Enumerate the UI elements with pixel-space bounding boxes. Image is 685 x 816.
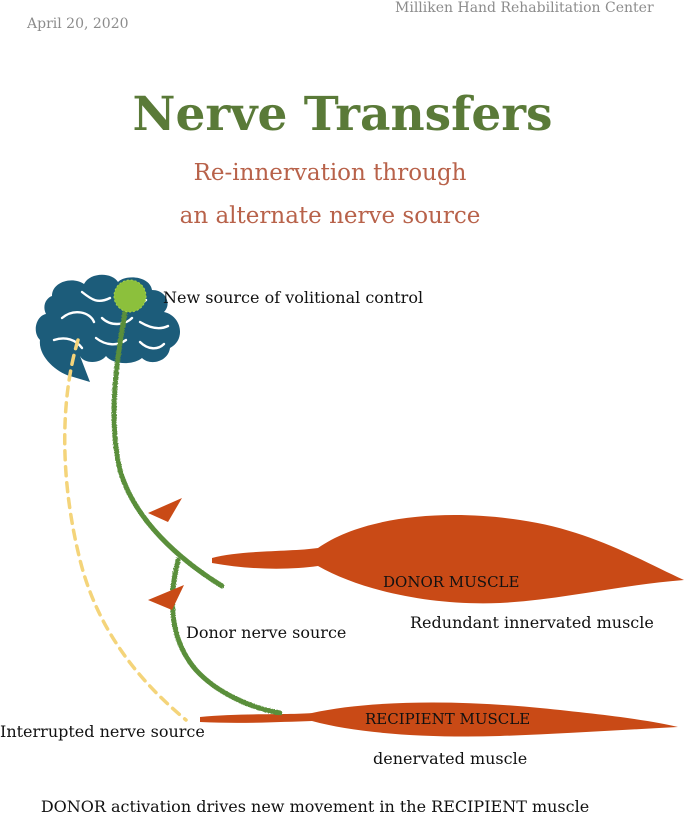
label-redundant: Redundant innervated muscle (410, 613, 654, 632)
subtitle-line-2: an alternate nerve source (179, 203, 481, 229)
subtitle: Re-innervation through an alternate nerv… (0, 152, 660, 238)
label-donor-nerve: Donor nerve source (186, 623, 347, 642)
arrow-lower (148, 585, 184, 610)
donor-muscle-shape (212, 515, 684, 604)
label-interrupted: Interrupted nerve source (0, 722, 205, 741)
header-organization: Milliken Hand Rehabilitation Center (395, 0, 654, 16)
recipient-muscle-shape (200, 702, 678, 737)
label-recipient-muscle: RECIPIENT MUSCLE (365, 710, 531, 728)
label-new-source: New source of volitional control (163, 288, 424, 307)
page-title: Nerve Transfers (132, 87, 553, 142)
interrupted-nerve-line (63, 338, 188, 722)
donor-nerve-line (111, 299, 225, 589)
brain-icon (35, 274, 181, 382)
label-donor-muscle: DONOR MUSCLE (383, 573, 520, 591)
subtitle-line-1: Re-innervation through (193, 160, 467, 186)
header-date: April 20, 2020 (27, 16, 129, 32)
footer-caption: DONOR activation drives new movement in … (40, 797, 590, 816)
arrow-upper (148, 498, 182, 522)
source-dot (114, 280, 146, 312)
label-denervated: denervated muscle (373, 749, 528, 768)
